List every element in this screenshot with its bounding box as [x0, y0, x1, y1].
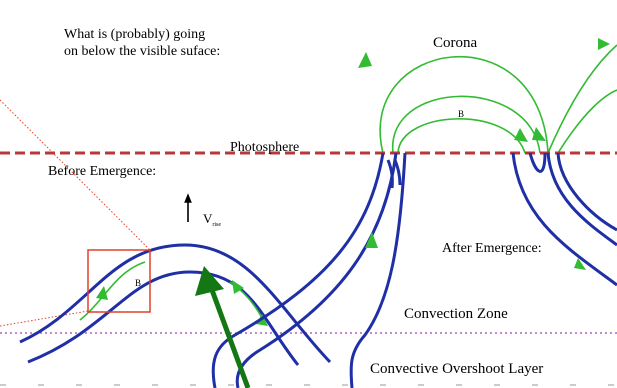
corona-field-loops: [380, 45, 617, 153]
rise-velocity-label: Vrise: [203, 211, 221, 228]
convection-zone-label: Convection Zone: [404, 306, 508, 322]
corona-label: Corona: [433, 35, 478, 51]
flux-tube-right: [513, 153, 617, 285]
corona-arrowheads: [358, 38, 610, 142]
flux-tube-emerging: [213, 153, 405, 388]
intro-line-2: on below the visible suface:: [64, 44, 220, 59]
after-emergence-label: After Emergence:: [442, 241, 542, 256]
field-label-left: B: [135, 278, 141, 288]
middle-tube-field-arrows: [365, 232, 378, 248]
overshoot-layer-label: Convective Overshoot Layer: [370, 361, 543, 377]
before-emergence-label: Before Emergence:: [48, 164, 156, 179]
field-label-top: B: [458, 109, 464, 119]
pointer-arrow: [195, 266, 248, 388]
overshoot-layer-lines: [0, 333, 617, 385]
zoom-guide-lines: [0, 100, 150, 326]
intro-line-1: What is (probably) going: [64, 27, 205, 42]
photosphere-label: Photosphere: [230, 140, 299, 155]
rise-velocity-subscript: rise: [212, 222, 221, 228]
